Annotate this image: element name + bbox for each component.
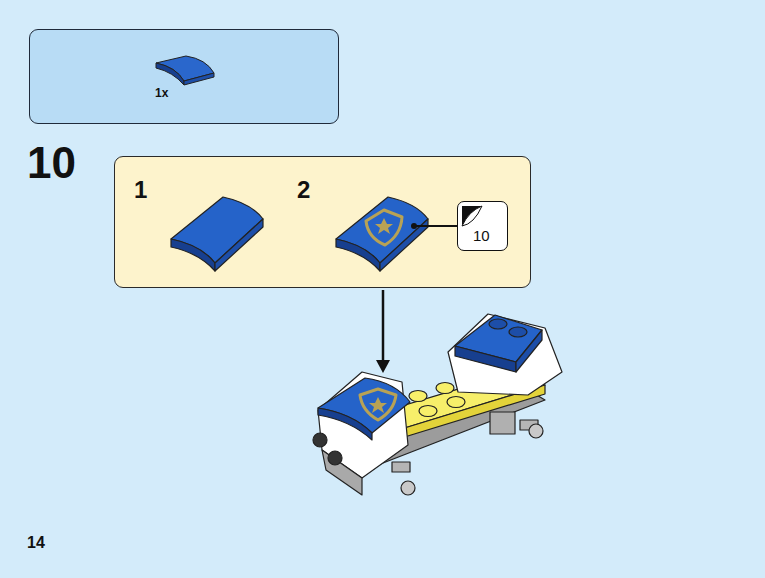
parts-box: 1x [29,29,339,124]
vehicle-model [313,314,562,495]
sticker-number: 10 [473,228,490,243]
step-arrow [382,290,385,362]
substep-panel: 1 2 10 [114,156,531,288]
arrow-head [376,360,390,373]
page-number: 14 [27,535,45,551]
sticker-leader [414,225,457,227]
substep-number: 2 [297,178,310,202]
part-illustration [30,30,340,125]
sticker-icon [458,202,509,252]
part-count: 1x [155,87,168,99]
sticker-box: 10 [457,201,508,251]
substep-number: 1 [134,178,147,202]
step-number: 10 [27,141,76,185]
